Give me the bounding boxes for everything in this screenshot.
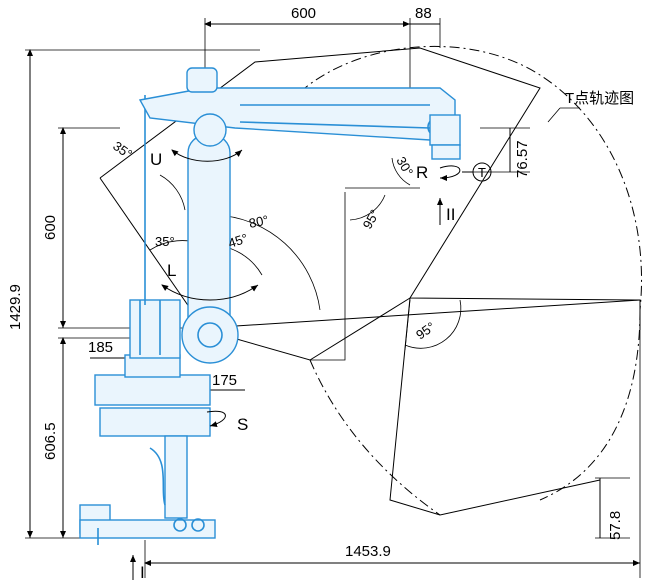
- inner-line-95-lower: [404, 299, 411, 351]
- axis-label-II: II: [446, 205, 455, 224]
- dim-1453-label: 1453.9: [345, 543, 391, 560]
- angle-95-lower: 95°: [413, 319, 438, 343]
- angle-35-mid: 35°: [155, 234, 175, 249]
- dim-175-label: 175: [212, 372, 237, 389]
- dim-600-top-label: 600: [291, 5, 316, 22]
- dim-185-label: 185: [88, 339, 113, 356]
- dim-606-label: 606.5: [42, 422, 59, 460]
- rotation-arrow-R: [439, 165, 461, 181]
- envelope-lower-chord: [204, 299, 641, 329]
- angle-30: 30°: [393, 154, 416, 179]
- rotation-arrow-S: [206, 410, 226, 428]
- axis-label-U: U: [150, 150, 162, 169]
- robot-upper-arm: [138, 87, 456, 141]
- arc-80: [214, 214, 321, 311]
- envelope-inner-vertical: [310, 192, 346, 361]
- axis-label-S: S: [237, 415, 248, 434]
- robot-pedestal-column: [164, 435, 188, 519]
- dim-88-label: 88: [415, 5, 432, 22]
- robot-flange: [431, 144, 461, 160]
- robot-arm-rib-2: [239, 121, 431, 129]
- dim-7657-label: 76.57: [514, 140, 531, 178]
- arc-95-lower: [404, 299, 462, 349]
- arc-30: [391, 157, 411, 186]
- angle-45: 45°: [226, 231, 249, 251]
- angle-35-top: 35°: [110, 138, 135, 162]
- robot-rear-column: [129, 299, 181, 359]
- robot-base-plate: [99, 407, 211, 437]
- robot-turntable: [94, 374, 211, 406]
- robot-cable: [149, 447, 166, 506]
- axis-label-I: I: [140, 563, 145, 582]
- dim-600-left-label: 600: [42, 215, 59, 240]
- trajectory-dash-arc-upper: [299, 45, 642, 311]
- robot-top-counterweight: [186, 67, 218, 93]
- trajectory-dash-arc-lower: [309, 359, 441, 516]
- axis-label-T: T: [478, 165, 486, 180]
- axis-label-L: L: [167, 261, 176, 280]
- angle-95-upper: 95°: [360, 207, 383, 232]
- robot-shoulder-hub: [197, 322, 223, 348]
- angle-80: 80°: [248, 212, 270, 231]
- robot-shoulder-joint: [181, 306, 239, 364]
- trajectory-dash-arc-right: [539, 309, 641, 501]
- dim-1429-label: 1429.9: [7, 284, 24, 330]
- robot-wrist-housing: [429, 114, 461, 146]
- rotation-arrow-L: [161, 284, 259, 301]
- robot-elbow-joint: [193, 113, 227, 147]
- envelope-outline-lower: [389, 297, 601, 516]
- trajectory-label: T点轨迹图: [565, 90, 634, 107]
- arc-35-top: [159, 174, 186, 211]
- robot-foot-wheel-2: [191, 518, 205, 532]
- robot-foot: [79, 519, 216, 539]
- robot-lower-arm: [187, 134, 231, 336]
- dim-578-label: 57.8: [607, 511, 624, 540]
- robot-foot-wheel-1: [173, 518, 187, 532]
- axis-label-R: R: [416, 163, 428, 182]
- trajectory-label-leader: [547, 107, 561, 123]
- rotation-arrow-U: [171, 149, 243, 162]
- arc-95-upper: [349, 194, 386, 221]
- envelope-outline-left: [99, 177, 411, 361]
